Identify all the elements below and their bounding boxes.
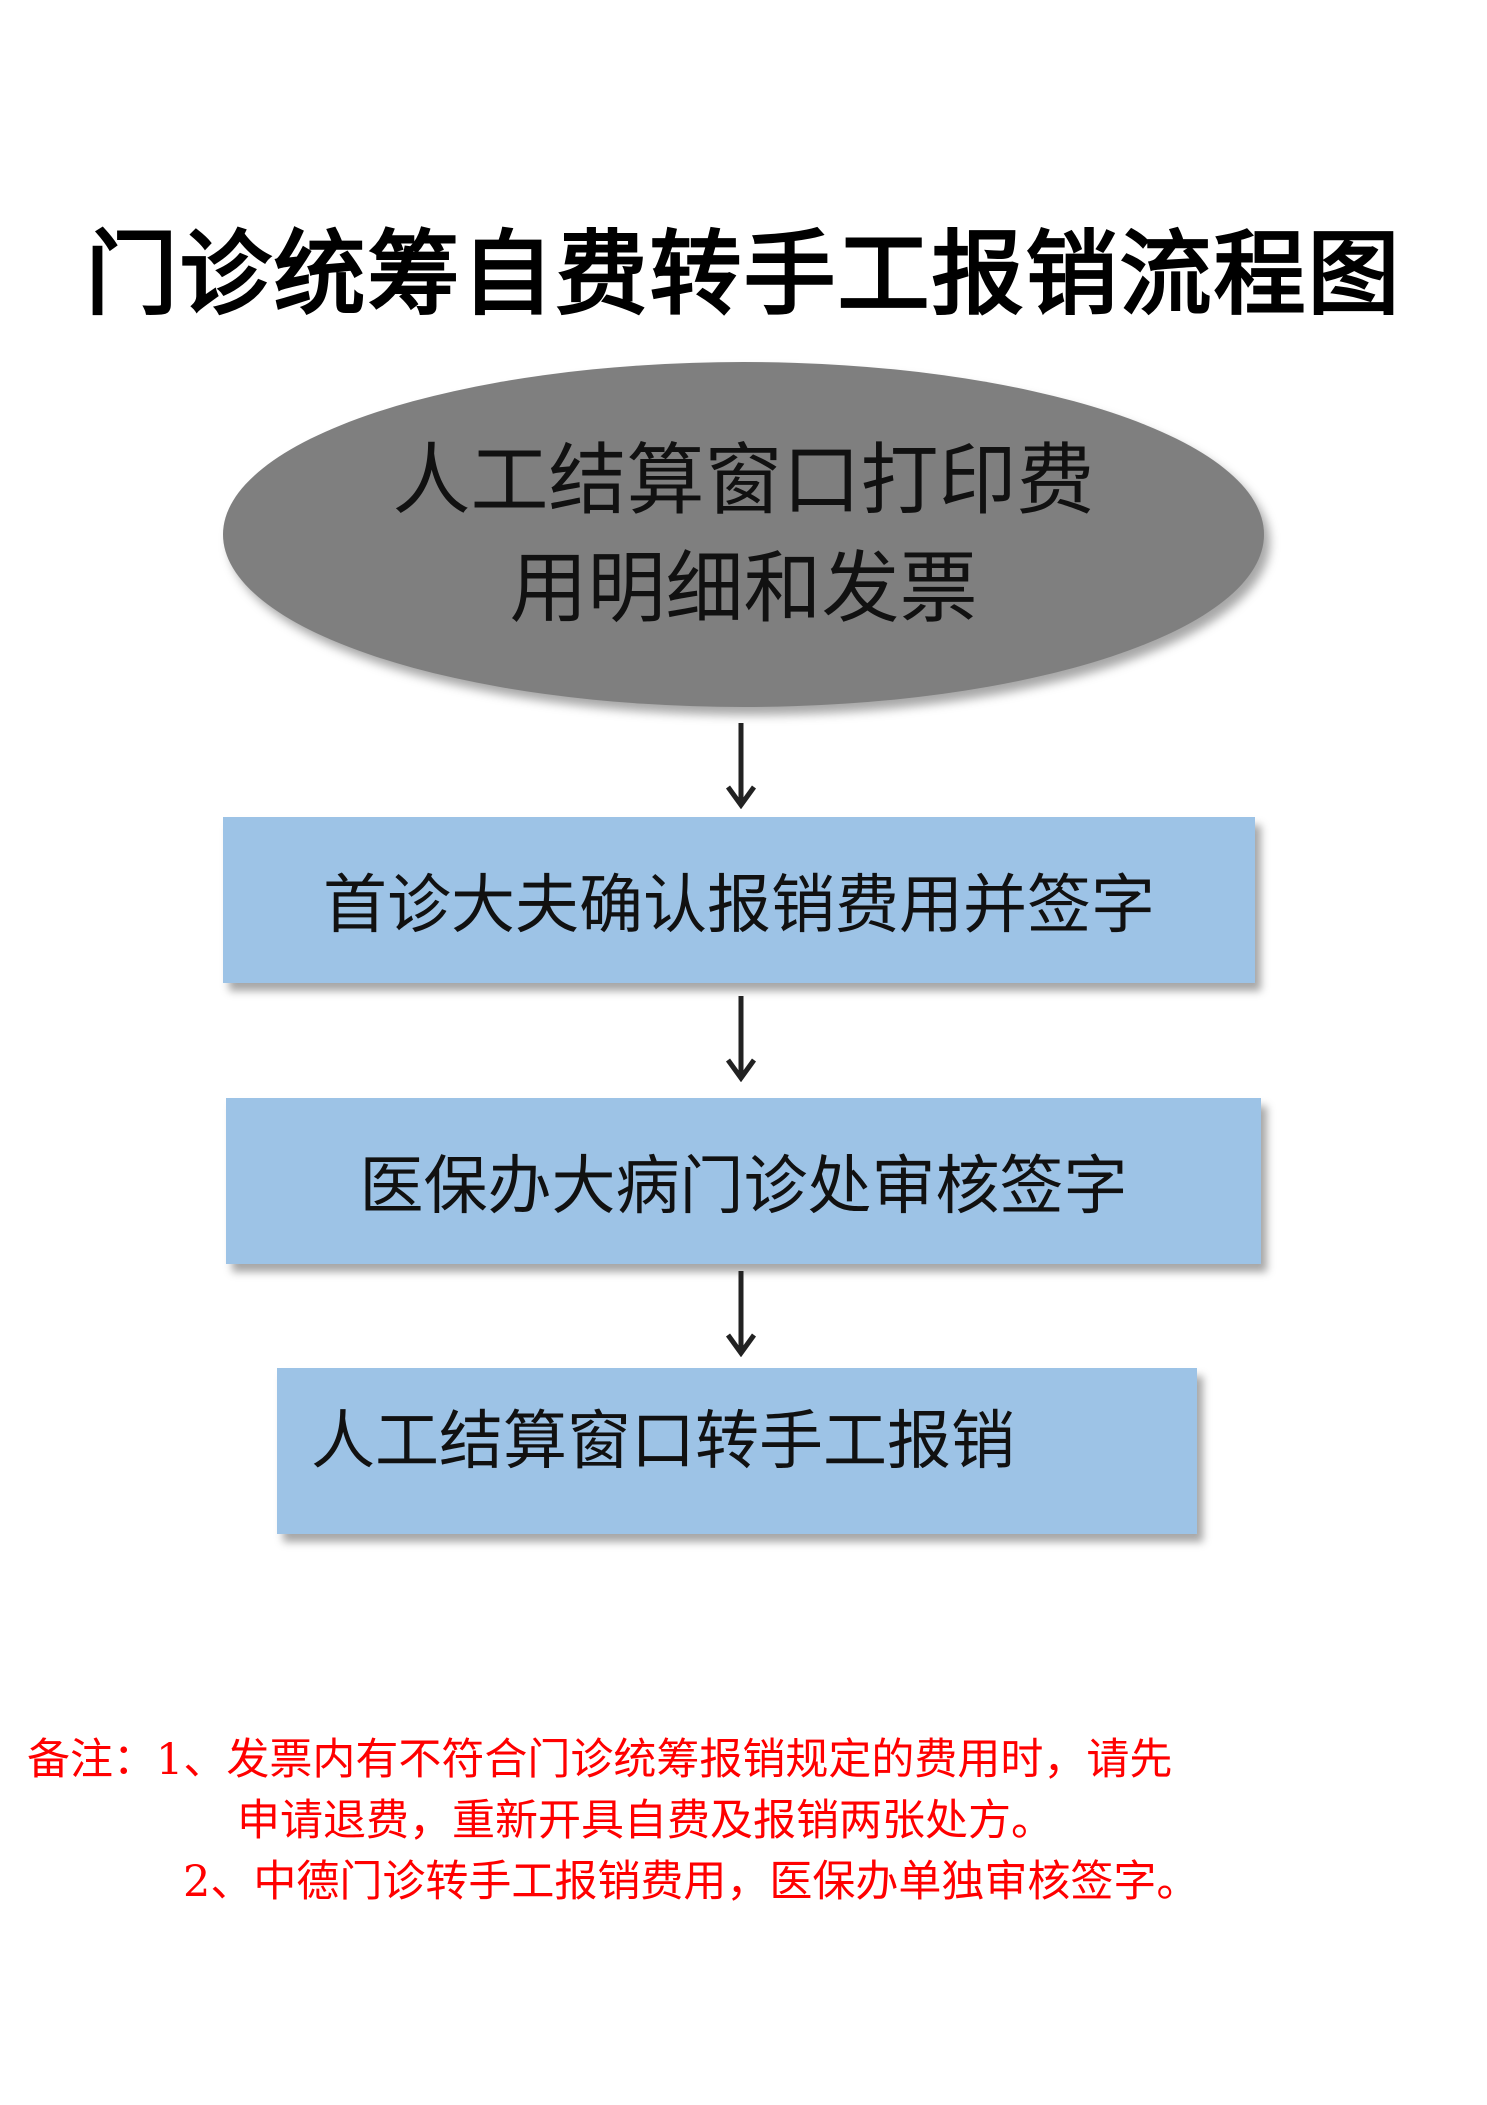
step-doctor-confirm-label: 首诊大夫确认报销费用并签字 <box>323 869 1155 943</box>
note-line-1: 备注：1、发票内有不符合门诊统筹报销规定的费用时，请先 <box>27 1735 1173 1785</box>
arrow-down-icon <box>725 1271 757 1357</box>
step-insurance-review: 医保办大病门诊处审核签字 <box>226 1098 1261 1264</box>
note-line-2: 申请退费，重新开具自费及报销两张处方。 <box>237 1796 1054 1846</box>
start-node-line1: 人工结算窗口打印费 <box>392 435 1095 526</box>
note-line-3: 2、中德门诊转手工报销费用，医保办单独审核签字。 <box>183 1857 1200 1907</box>
step-manual-reimbursement: 人工结算窗口转手工报销 <box>277 1368 1197 1534</box>
notes: 备注：1、发票内有不符合门诊统筹报销规定的费用时，请先 申请退费，重新开具自费及… <box>27 1730 1477 1913</box>
page-title: 门诊统筹自费转手工报销流程图 <box>85 220 1402 328</box>
arrow-down-icon <box>725 723 757 809</box>
step-manual-reimbursement-label: 人工结算窗口转手工报销 <box>311 1405 1015 1479</box>
start-node-line2: 用明细和发票 <box>509 543 978 634</box>
arrow-down-icon <box>725 996 757 1082</box>
start-node <box>223 362 1264 707</box>
step-doctor-confirm: 首诊大夫确认报销费用并签字 <box>223 817 1255 983</box>
step-insurance-review-label: 医保办大病门诊处审核签字 <box>359 1150 1128 1224</box>
start-node-text: 人工结算窗口打印费 用明细和发票 <box>223 362 1264 707</box>
